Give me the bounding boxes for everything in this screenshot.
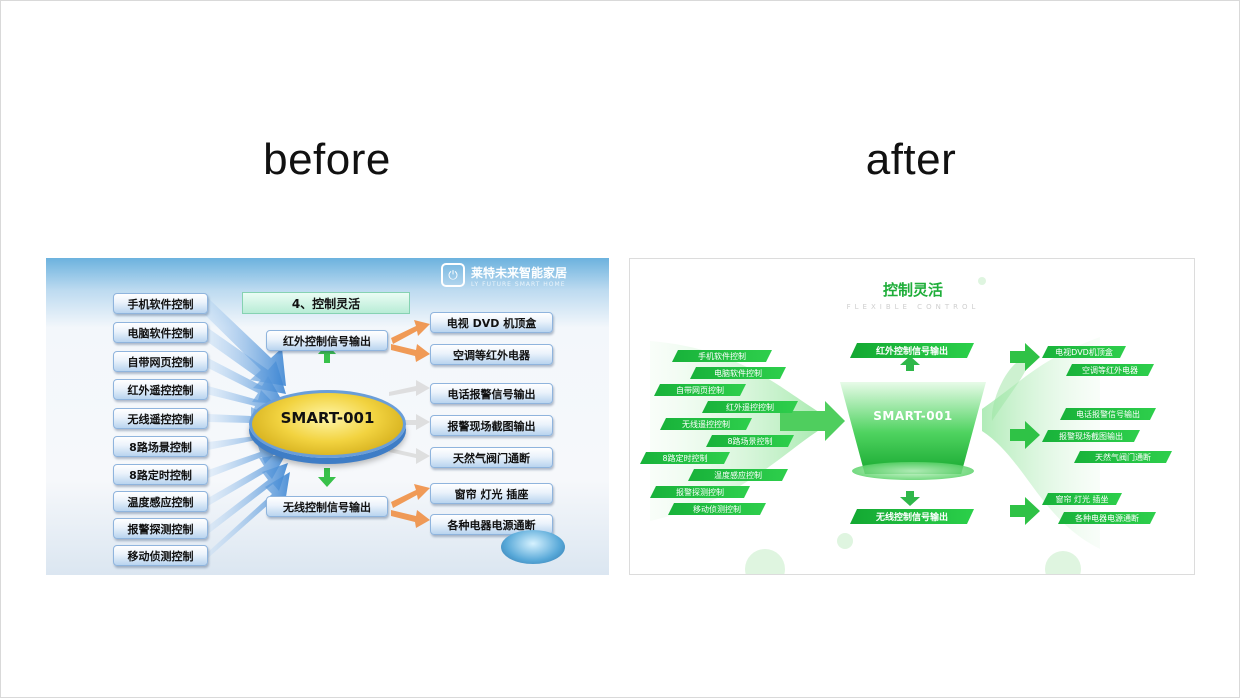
after-right-item: 电视DVD机顶盒 (1042, 346, 1126, 358)
after-ir-output: 红外控制信号输出 (850, 343, 974, 358)
before-left-item: 8路场景控制 (113, 436, 208, 457)
before-right-item: 各种电器电源通断 (430, 514, 553, 535)
before-arrows (200, 298, 430, 558)
after-left-item: 温度感应控制 (688, 469, 788, 481)
before-heading: before (263, 135, 391, 184)
before-left-item: 红外遥控控制 (113, 379, 208, 400)
before-right-item: 窗帘 灯光 插座 (430, 483, 553, 504)
after-left-item: 红外遥控控制 (702, 401, 798, 413)
after-right-item: 电话报警信号输出 (1060, 408, 1156, 420)
after-left-item: 8路场景控制 (706, 435, 794, 447)
before-left-item: 电脑软件控制 (113, 322, 208, 343)
decor-dot (1045, 551, 1081, 574)
after-center-funnel (840, 382, 986, 474)
before-left-item: 无线遥控控制 (113, 408, 208, 429)
after-right-item: 各种电器电源通断 (1058, 512, 1156, 524)
before-right-item: 报警现场截图输出 (430, 415, 553, 436)
after-center-base (852, 462, 974, 480)
before-left-item: 温度感应控制 (113, 491, 208, 512)
brand-logo-icon: ⏻ (441, 263, 465, 287)
after-center-label: SMART-001 (873, 409, 953, 423)
after-left-item: 手机软件控制 (672, 350, 772, 362)
before-left-item: 报警探测控制 (113, 518, 208, 539)
after-left-item: 无线遥控控制 (660, 418, 752, 430)
after-left-item: 报警探测控制 (650, 486, 750, 498)
before-left-item: 移动侦测控制 (113, 545, 208, 566)
before-wireless-output: 无线控制信号输出 (266, 496, 388, 517)
after-right-item: 窗帘 灯光 插坐 (1042, 493, 1122, 505)
before-diagram: ⏻ 莱特未来智能家居 LY FUTURE SMART HOME 4、控制灵活 手… (46, 258, 609, 575)
after-title: 控制灵活 (882, 281, 943, 299)
after-left-item: 自带网页控制 (654, 384, 746, 396)
after-right-item: 天然气阀门通断 (1074, 451, 1172, 463)
before-left-item: 自带网页控制 (113, 351, 208, 372)
before-right-item: 天然气阀门通断 (430, 447, 553, 468)
island-illustration (501, 530, 565, 564)
before-left-item: 手机软件控制 (113, 293, 208, 314)
before-center-label: SMART-001 (280, 409, 375, 427)
before-ir-output: 红外控制信号输出 (266, 330, 388, 351)
after-left-item: 电脑软件控制 (690, 367, 786, 379)
before-right-item: 空调等红外电器 (430, 344, 553, 365)
before-right-item: 电视 DVD 机顶盒 (430, 312, 553, 333)
after-left-item: 移动侦测控制 (668, 503, 766, 515)
decor-dot (978, 277, 986, 285)
after-wireless-output: 无线控制信号输出 (850, 509, 974, 524)
after-diagram: 控制灵活 FLEXIBLE CONTROL 红外控制信号输出 无线控制信号输出 … (629, 258, 1195, 575)
before-center-disc (249, 390, 406, 458)
before-title: 4、控制灵活 (242, 292, 410, 314)
decor-dot (745, 549, 785, 574)
after-left-item: 8路定时控制 (640, 452, 730, 464)
after-subtitle: FLEXIBLE CONTROL (846, 303, 980, 311)
after-heading: after (865, 135, 957, 184)
after-right-item: 报警现场截图输出 (1042, 430, 1140, 442)
decor-dot (837, 533, 853, 549)
before-left-item: 8路定时控制 (113, 464, 208, 485)
before-right-item: 电话报警信号输出 (430, 383, 553, 404)
after-right-item: 空调等红外电器 (1066, 364, 1154, 376)
brand-name: 莱特未来智能家居 (471, 266, 568, 280)
brand-subtitle: LY FUTURE SMART HOME (471, 281, 566, 288)
